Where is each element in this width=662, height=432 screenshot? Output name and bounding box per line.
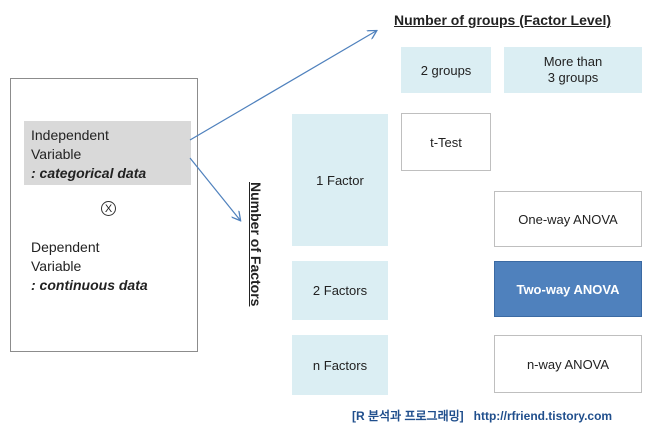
header-3-groups-line2: 3 groups [547,70,599,85]
cell-t-test-label: t-Test [430,134,462,150]
header-3-groups-line1: More than [543,54,603,69]
independent-note: : categorical data [31,165,147,181]
independent-line1: Independent [31,127,109,143]
cell-n-way-anova-label: n-way ANOVA [526,356,610,372]
cell-two-way-anova-label: Two-way ANOVA [516,281,620,297]
arrow-to-factors [189,157,240,220]
dependent-note: : continuous data [31,277,148,293]
arrow-to-groups [189,31,376,141]
dependent-line1: Dependent [31,239,100,255]
cell-two-way-anova: Two-way ANOVA [494,261,642,317]
header-3-groups: More than 3 groups [504,47,642,93]
row-2-factors-label: 2 Factors [312,283,368,298]
dependent-variable-label: Dependent Variable : continuous data [31,238,148,295]
factors-axis-title: Number of Factors [248,182,264,307]
independent-line2: Variable [31,146,82,162]
header-2-groups: 2 groups [401,47,491,93]
independent-variable-label: Independent Variable : categorical data [31,126,146,183]
dependent-line2: Variable [31,258,82,274]
row-n-factors-label: n Factors [312,357,368,373]
row-2-factors: 2 Factors [292,261,388,320]
header-2-groups-label: 2 groups [420,62,472,78]
groups-axis-title: Number of groups (Factor Level) [394,12,612,28]
cross-symbol: X [101,201,116,216]
cell-one-way-anova-label: One-way ANOVA [518,211,618,227]
row-1-factor-label: 1 Factor [316,172,364,188]
row-1-factor: 1 Factor [292,114,388,246]
footer-blog-name: [R 분석과 프로그래밍] [352,409,464,423]
cell-one-way-anova: One-way ANOVA [494,191,642,247]
independent-variable-box [24,121,191,185]
footer-url[interactable]: http://rfriend.tistory.com [473,409,613,423]
cell-n-way-anova: n-way ANOVA [494,335,642,393]
row-n-factors: n Factors [292,335,388,395]
cell-t-test: t-Test [401,113,491,171]
footer-credit: [R 분석과 프로그래밍] http://rfriend.tistory.com [352,407,612,424]
